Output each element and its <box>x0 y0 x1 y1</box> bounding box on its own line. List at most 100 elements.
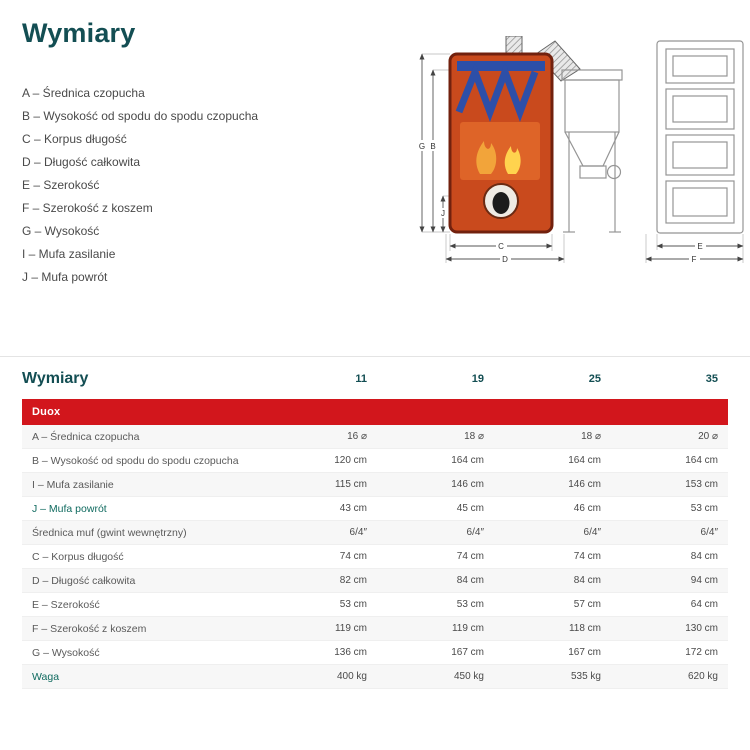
top-section: Wymiary A – Średnica czopucha B – Wysokoś… <box>0 0 750 294</box>
row-value: 620 kg <box>687 671 718 682</box>
row-value: 84 cm <box>456 575 484 586</box>
dim-label-G: G <box>419 142 425 151</box>
row-value: 94 cm <box>690 575 718 586</box>
row-value: 115 cm <box>334 479 367 490</box>
row-value: 450 kg <box>453 671 484 682</box>
table-header: Wymiary 11 19 25 35 <box>22 357 728 399</box>
table-row: J – Mufa powrót 43 cm 45 cm 46 cm 53 cm <box>22 497 728 521</box>
row-value: 167 cm <box>568 647 601 658</box>
row-value: 84 cm <box>573 575 601 586</box>
row-value: 45 cm <box>456 503 484 514</box>
legend-item: C – Korpus długość <box>22 132 127 146</box>
row-label: J – Mufa powrót <box>32 502 107 515</box>
legend-item: E – Szerokość <box>22 178 100 192</box>
heat-exchanger-plates <box>455 62 539 122</box>
table-row: B – Wysokość od spodu do spodu czopucha 1… <box>22 449 728 473</box>
boiler-front-outline <box>656 40 744 234</box>
page-title: Wymiary <box>22 18 136 48</box>
row-value: 6/4″ <box>349 527 367 538</box>
row-label: Waga <box>32 670 60 683</box>
row-value: 57 cm <box>573 599 601 610</box>
row-value: 119 cm <box>451 623 484 634</box>
boiler-diagram: G B J C D E F <box>416 35 744 264</box>
table-heading: Wymiary <box>22 370 89 387</box>
pellet-hopper-outline <box>561 69 623 233</box>
dim-label-B: B <box>430 142 435 151</box>
row-value: 6/4″ <box>700 527 718 538</box>
row-value: 167 cm <box>451 647 484 658</box>
row-value: 18 ⌀ <box>581 431 601 442</box>
row-value: 136 cm <box>334 647 367 658</box>
row-value: 164 cm <box>451 455 484 466</box>
row-value: 53 cm <box>690 503 718 514</box>
row-value: 82 cm <box>339 575 367 586</box>
row-value: 164 cm <box>685 455 718 466</box>
series-banner: Duox <box>22 399 728 425</box>
row-value: 74 cm <box>456 551 484 562</box>
diagram-area: G B J C D E F <box>414 18 749 294</box>
row-label: F – Szerokość z koszem <box>32 622 147 635</box>
row-value: 20 ⌀ <box>698 431 718 442</box>
legend-column: Wymiary A – Średnica czopucha B – Wysokoś… <box>22 18 414 294</box>
row-label: G – Wysokość <box>32 646 100 659</box>
row-value: 400 kg <box>336 671 367 682</box>
row-value: 119 cm <box>334 623 367 634</box>
table-row: I – Mufa zasilanie 115 cm 146 cm 146 cm 153 … <box>22 473 728 497</box>
row-label: I – Mufa zasilanie <box>32 478 114 491</box>
legend-item: D – Długość całkowita <box>22 155 141 169</box>
row-label: Średnica muf (gwint wewnętrzny) <box>32 526 187 539</box>
dim-label-J: J <box>441 209 445 218</box>
auger-motor <box>606 164 622 180</box>
row-value: 53 cm <box>339 599 367 610</box>
row-value: 146 cm <box>451 479 484 490</box>
row-value: 164 cm <box>568 455 601 466</box>
flame-icon <box>504 146 521 174</box>
row-value: 172 cm <box>685 647 718 658</box>
row-value: 153 cm <box>685 479 718 490</box>
row-value: 118 cm <box>568 623 601 634</box>
legend-item: G – Wysokość <box>22 224 100 238</box>
row-value: 74 cm <box>573 551 601 562</box>
column-header-11: 11 <box>355 373 367 385</box>
table-row: Waga 400 kg 450 kg 535 kg 620 kg <box>22 665 728 689</box>
row-value: 6/4″ <box>583 527 601 538</box>
dim-label-F: F <box>692 255 697 264</box>
table-row: Średnica muf (gwint wewnętrzny) 6/4″ 6/4″ 6… <box>22 521 728 545</box>
row-value: 18 ⌀ <box>464 431 484 442</box>
row-label: A – Średnica czopucha <box>32 430 140 443</box>
legend-item: F – Szerokość z koszem <box>22 201 153 215</box>
dimensions-table-body: A – Średnica czopucha 16 ⌀ 18 ⌀ 18 ⌀ 20 ⌀ B –… <box>22 425 728 689</box>
column-header-19: 19 <box>471 373 484 385</box>
row-value: 53 cm <box>456 599 484 610</box>
row-value: 6/4″ <box>466 527 484 538</box>
dim-label-C: C <box>498 242 504 251</box>
row-value: 43 cm <box>339 503 367 514</box>
table-row: G – Wysokość 136 cm 167 cm 167 cm 172 cm <box>22 641 728 665</box>
table-row: A – Średnica czopucha 16 ⌀ 18 ⌀ 18 ⌀ 20 ⌀ <box>22 425 728 449</box>
row-value: 16 ⌀ <box>347 431 367 442</box>
row-value: 84 cm <box>690 551 718 562</box>
column-header-25: 25 <box>588 373 601 385</box>
legend-item: A – Średnica czopucha <box>22 86 145 100</box>
row-value: 130 cm <box>685 623 718 634</box>
row-label: D – Długość całkowita <box>32 574 136 587</box>
row-value: 120 cm <box>334 455 367 466</box>
row-value: 146 cm <box>568 479 601 490</box>
legend-item: B – Wysokość od spodu do spodu czopucha <box>22 109 259 123</box>
row-label: B – Wysokość od spodu do spodu czopucha <box>32 454 239 467</box>
dim-label-E: E <box>697 242 702 251</box>
row-value: 535 kg <box>570 671 601 682</box>
table-row: D – Długość całkowita 82 cm 84 cm 84 cm 94 c… <box>22 569 728 593</box>
dimensions-table-section: Wymiary 11 19 25 35 Duox A – Średnica cz… <box>0 356 750 689</box>
boiler-cutaway <box>448 35 581 234</box>
row-value: 74 cm <box>339 551 367 562</box>
legend-item: J – Mufa powrót <box>22 270 108 284</box>
row-value: 64 cm <box>690 599 718 610</box>
flame-icon <box>476 141 497 174</box>
row-value: 46 cm <box>573 503 601 514</box>
legend-item: I – Mufa zasilanie <box>22 247 116 261</box>
row-label: E – Szerokość <box>32 598 100 611</box>
dimension-legend: A – Średnica czopucha B – Wysokość od spo… <box>22 87 414 284</box>
